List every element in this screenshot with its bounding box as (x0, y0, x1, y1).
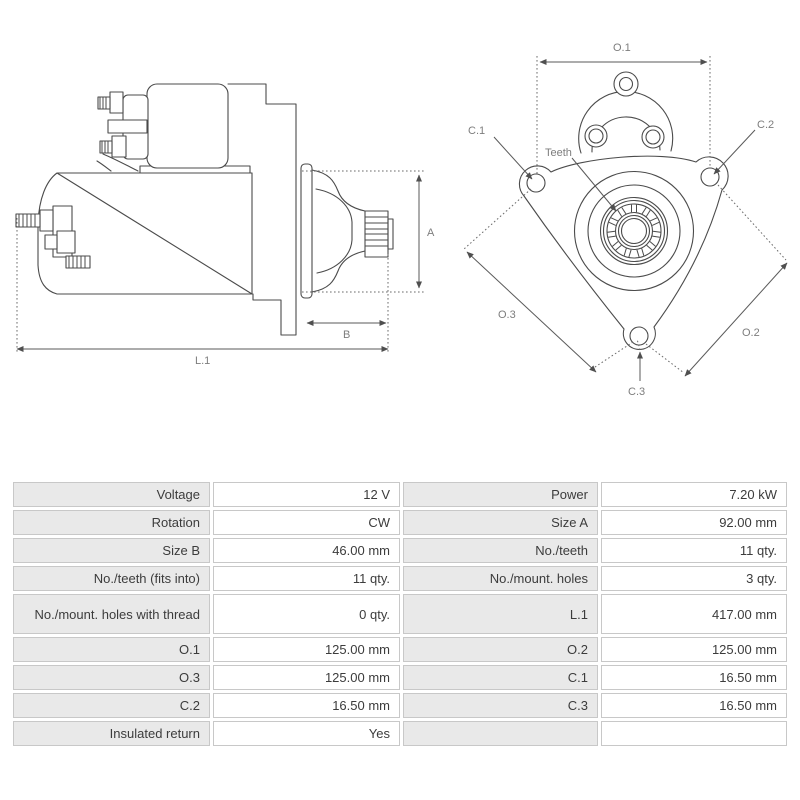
callout-c2: C.2 (713, 119, 774, 175)
solenoid-brace (96, 153, 139, 172)
dimension-o3: O.3 (463, 188, 634, 373)
rear-terminals (15, 205, 91, 269)
pinion-front (573, 170, 695, 292)
spec-label-cell: No./teeth (403, 538, 598, 563)
mount-hole-upper-left (526, 173, 546, 193)
arch-right-hole (645, 129, 661, 145)
spec-label-cell: Power (403, 482, 598, 507)
mounting-flange-front (518, 155, 729, 351)
spec-value-cell: CW (213, 510, 400, 535)
spec-label-cell: No./teeth (fits into) (13, 566, 210, 591)
spec-value-cell: 417.00 mm (601, 594, 787, 634)
spec-value-cell: 125.00 mm (213, 665, 400, 690)
spec-value-cell (601, 721, 787, 746)
callout-c1-label: C.1 (468, 125, 485, 137)
spec-value-cell: 12 V (213, 482, 400, 507)
dim-b-label: B (343, 329, 350, 341)
spec-label-cell: No./mount. holes with thread (13, 594, 210, 634)
top-arch (578, 71, 674, 154)
spec-label-cell: Voltage (13, 482, 210, 507)
dimension-l1: L.1 (16, 218, 389, 367)
arch-top-hole (618, 76, 634, 92)
callout-c3: C.3 (628, 338, 645, 398)
spec-value-cell: 3 qty. (601, 566, 787, 591)
spec-value-cell: 92.00 mm (601, 510, 787, 535)
callout-c3-label: C.3 (628, 386, 645, 398)
spec-label-cell: C.3 (403, 693, 598, 718)
pinion-gear-side (364, 210, 394, 258)
dim-o2-label: O.2 (742, 327, 760, 339)
spec-value-cell: 125.00 mm (213, 637, 400, 662)
solenoid (146, 83, 229, 169)
spec-label-cell: No./mount. holes (403, 566, 598, 591)
dimension-o1: O.1 (536, 42, 711, 174)
starter-side-view: A B L.1 (15, 83, 435, 367)
dimension-b: B (306, 254, 389, 352)
mount-hole-upper-right (700, 167, 720, 187)
table-row: No./teeth (fits into)11 qty.No./mount. h… (13, 566, 787, 591)
spec-label-cell: Size B (13, 538, 210, 563)
drive-bell (311, 169, 366, 293)
spec-label-cell: O.3 (13, 665, 210, 690)
spec-value-cell: Yes (213, 721, 400, 746)
callout-c2-label: C.2 (757, 119, 774, 131)
spec-value-cell: 16.50 mm (213, 693, 400, 718)
callout-c1: C.1 (468, 125, 533, 180)
spec-value-cell: 125.00 mm (601, 637, 787, 662)
spec-label-cell: O.2 (403, 637, 598, 662)
mounting-flange-side (300, 163, 313, 299)
dim-o1-label: O.1 (613, 42, 631, 54)
dimension-a: A (302, 170, 435, 293)
solenoid-terminals (97, 91, 148, 158)
dim-a-label: A (427, 227, 435, 239)
spec-label-cell: Rotation (13, 510, 210, 535)
arch-left-hole (588, 128, 604, 144)
technical-drawing: A B L.1 (15, 42, 788, 398)
callout-teeth-label: Teeth (545, 147, 572, 159)
spec-label-cell: Size A (403, 510, 598, 535)
starter-front-view: O.1 O.3 O.2 C.1 C.2 C.3 (463, 42, 788, 398)
spec-label-cell: Insulated return (13, 721, 210, 746)
spec-value-cell: 0 qty. (213, 594, 400, 634)
spec-label-cell: C.1 (403, 665, 598, 690)
drive-end-bracket (227, 83, 297, 336)
gear-teeth (607, 204, 661, 258)
spec-value-cell: 16.50 mm (601, 665, 787, 690)
spec-value-cell: 7.20 kW (601, 482, 787, 507)
dimension-o2: O.2 (645, 184, 788, 377)
spec-label-cell: L.1 (403, 594, 598, 634)
spec-value-cell: 46.00 mm (213, 538, 400, 563)
dim-l1-label: L.1 (195, 355, 210, 367)
spec-label-cell: C.2 (13, 693, 210, 718)
spec-label-cell (403, 721, 598, 746)
callout-teeth: Teeth (545, 147, 617, 212)
spec-label-cell: O.1 (13, 637, 210, 662)
spec-value-cell: 11 qty. (601, 538, 787, 563)
spec-value-cell: 11 qty. (213, 566, 400, 591)
dim-o3-label: O.3 (498, 309, 516, 321)
spec-value-cell: 16.50 mm (601, 693, 787, 718)
